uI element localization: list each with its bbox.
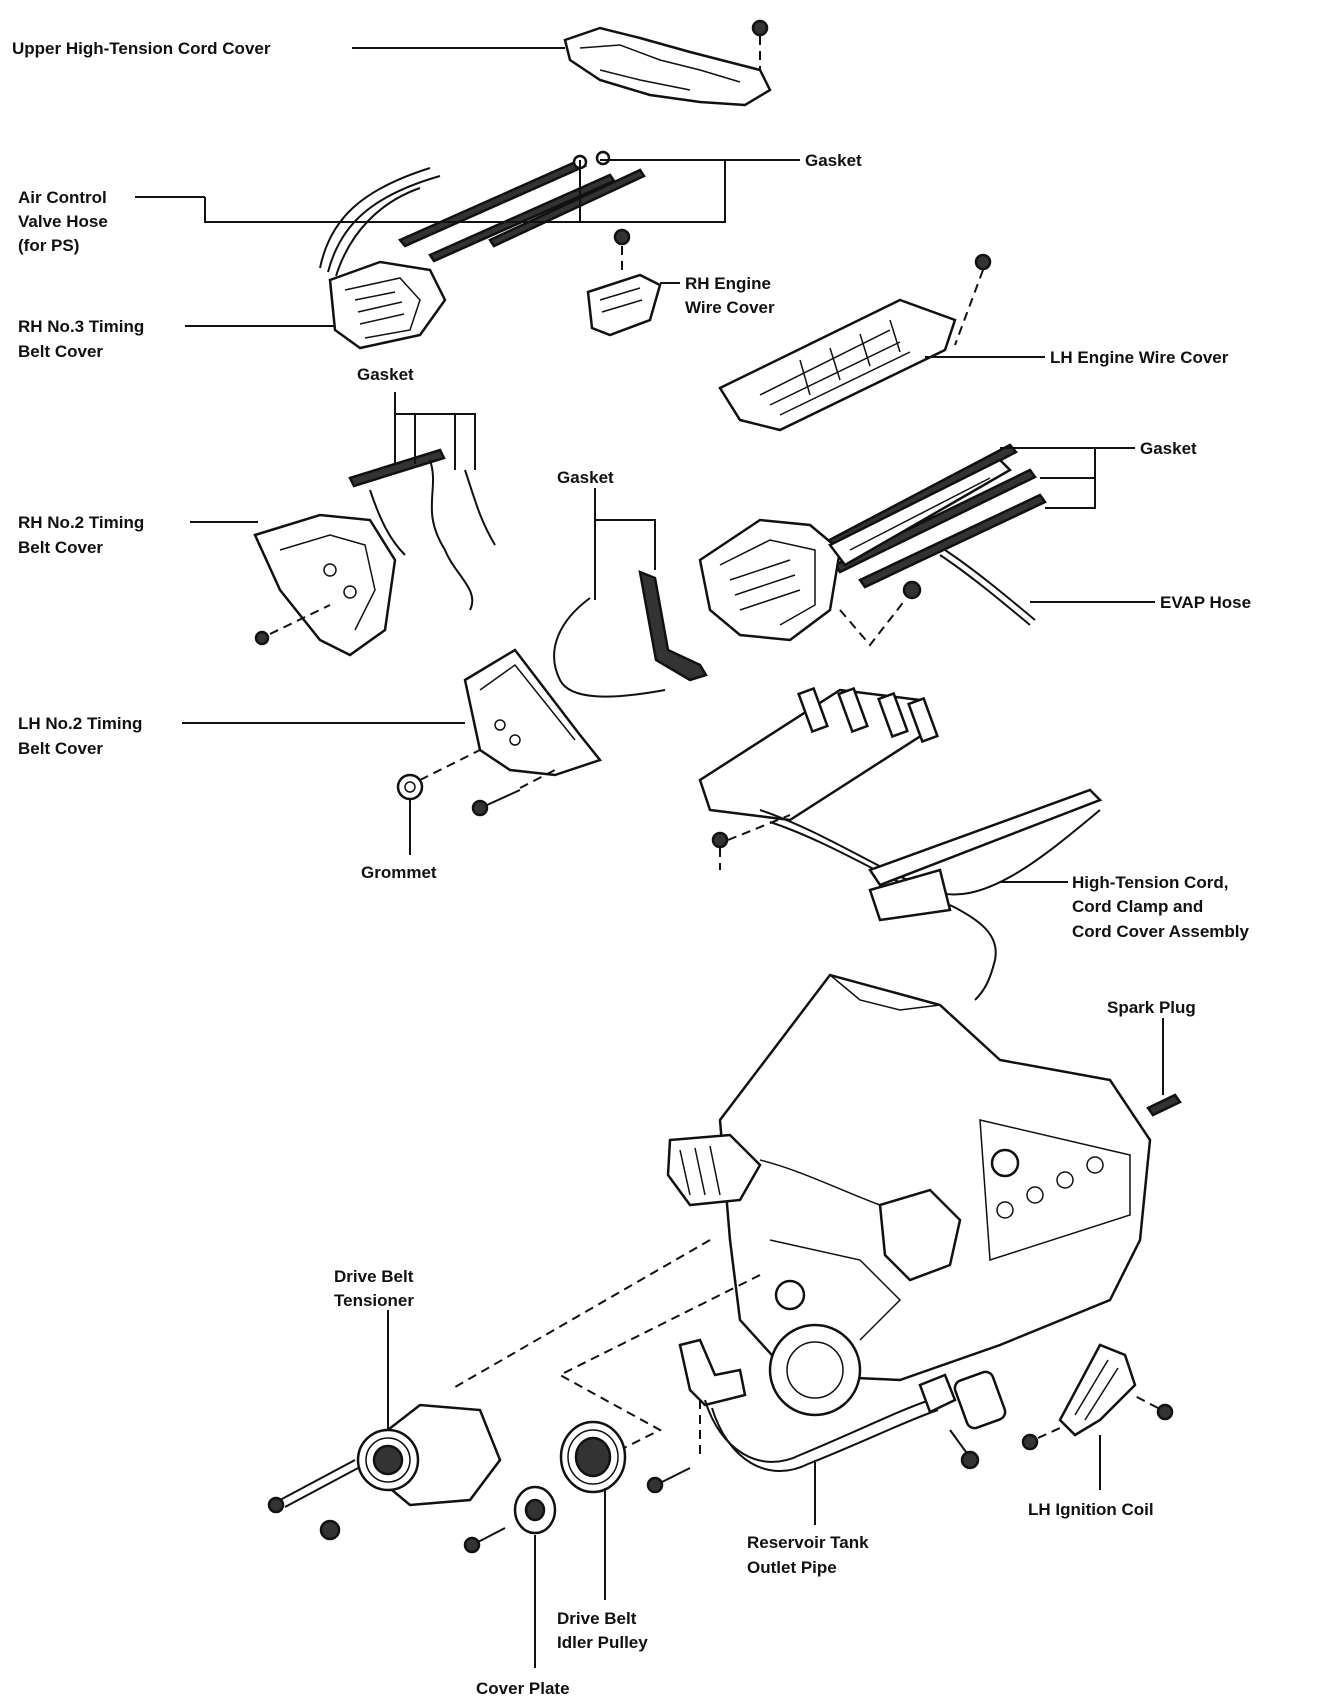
grommet-part	[396, 749, 556, 817]
label-grommet: Grommet	[361, 863, 437, 882]
evap-hose-part	[939, 549, 1036, 626]
label-idler-1: Drive Belt	[557, 1609, 637, 1628]
cover-plate-part	[463, 1485, 557, 1554]
label-lh-no2-1: LH No.2 Timing	[18, 714, 142, 733]
engine-block-part	[666, 973, 1152, 1430]
top-gaskets-part	[397, 150, 646, 263]
label-reservoir-1: Reservoir Tank	[747, 1533, 869, 1552]
lh-no2-timing-belt-cover-part	[463, 648, 603, 777]
upper-cord-cover-part	[563, 19, 772, 107]
label-cord-assembly-3: Cord Cover Assembly	[1072, 922, 1250, 941]
label-reservoir-2: Outlet Pipe	[747, 1558, 837, 1577]
label-lh-ignition-coil: LH Ignition Coil	[1028, 1500, 1154, 1519]
label-gasket-center: Gasket	[557, 468, 614, 487]
lh-no3-timing-cover-assembly-part	[698, 458, 1013, 647]
center-gaskets-part	[553, 570, 708, 698]
label-gasket-right: Gasket	[1140, 439, 1197, 458]
label-rh-no2-1: RH No.2 Timing	[18, 513, 144, 532]
rh-no2-gaskets-part	[348, 448, 496, 611]
drive-belt-idler-pulley-part	[559, 1420, 627, 1494]
label-rh-no3-2: Belt Cover	[18, 342, 103, 361]
label-lh-no2-2: Belt Cover	[18, 739, 103, 758]
label-rh-no3-1: RH No.3 Timing	[18, 317, 144, 336]
label-lh-engine-wire: LH Engine Wire Cover	[1050, 348, 1229, 367]
label-cord-assembly-1: High-Tension Cord,	[1072, 873, 1228, 892]
label-gasket-mid-left: Gasket	[357, 365, 414, 384]
drive-belt-tensioner-part	[267, 1403, 502, 1541]
label-rh-no2-2: Belt Cover	[18, 538, 103, 557]
label-cord-assembly-2: Cord Clamp and	[1072, 897, 1203, 916]
lh-ignition-coil-part	[1021, 1343, 1174, 1451]
label-spark-plug: Spark Plug	[1107, 998, 1196, 1017]
rh-no3-timing-belt-cover-part	[328, 260, 447, 350]
label-air-control-2: Valve Hose	[18, 212, 108, 231]
label-gasket-top: Gasket	[805, 151, 862, 170]
label-rh-engine-wire-1: RH Engine	[685, 274, 771, 293]
air-control-hose-part	[319, 167, 441, 277]
rh-engine-wire-cover-part	[586, 228, 662, 337]
high-tension-cord-assembly-part	[698, 686, 1103, 1001]
label-rh-engine-wire-2: Wire Cover	[685, 298, 775, 317]
reservoir-outlet-pipe-part	[646, 1338, 980, 1494]
rh-no2-timing-belt-cover-part	[253, 513, 397, 657]
label-air-control-1: Air Control	[18, 188, 107, 207]
label-cover-plate: Cover Plate	[476, 1679, 570, 1698]
label-upper-cord-cover: Upper High-Tension Cord Cover	[12, 39, 271, 58]
label-idler-2: Idler Pulley	[557, 1633, 648, 1652]
label-tensioner-1: Drive Belt	[334, 1267, 414, 1286]
label-air-control-3: (for PS)	[18, 236, 79, 255]
label-evap-hose: EVAP Hose	[1160, 593, 1251, 612]
label-tensioner-2: Tensioner	[334, 1291, 414, 1310]
lh-engine-wire-cover-part	[718, 253, 992, 432]
